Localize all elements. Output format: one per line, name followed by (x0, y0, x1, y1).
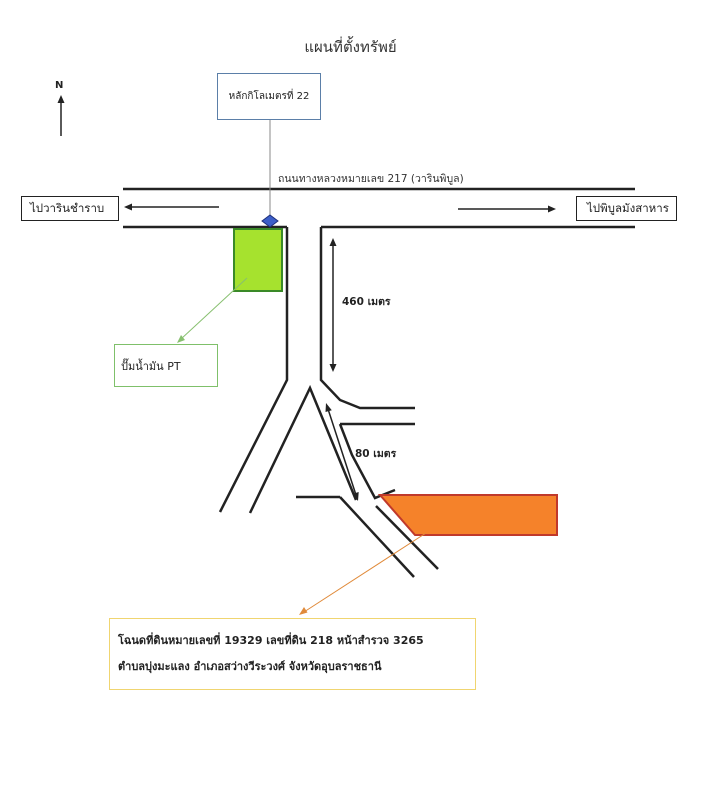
map-title: แผนที่ตั้งทรัพย์ (304, 38, 397, 56)
destination-right-label: ไปพิบูลมังสาหาร (587, 200, 669, 215)
fork-south-road-2 (375, 505, 439, 570)
side-road-west-edge (218, 227, 289, 513)
deed-info-box: โฉนดที่ดินหมายเลขที่ 19329 เลขที่ดิน 218… (109, 618, 476, 690)
distance-460-head-bottom (329, 364, 337, 372)
distance-80-label: 80 เมตร (355, 448, 397, 460)
destination-right-box: ไปพิบูลมังสาหาร (576, 196, 677, 221)
distance-80-line (327, 408, 357, 496)
distance-460-head-top (329, 238, 337, 246)
property-parcel (377, 494, 558, 536)
deed-line-1: โฉนดที่ดินหมายเลขที่ 19329 เลขที่ดิน 218… (118, 634, 424, 647)
north-label: N (55, 80, 64, 91)
north-arrow-head (57, 95, 65, 103)
fork-south-road-1 (339, 496, 415, 578)
deed-line-2: ตำบลบุ่งมะแลง อำเภอสว่างวีระวงศ์ จังหวัด… (118, 660, 382, 673)
gas-station-pointer-head (177, 335, 185, 343)
destination-left-label: ไปวารินชำราบ (30, 200, 105, 215)
distance-80-head-bottom (352, 492, 359, 501)
gas-station-pointer (180, 277, 248, 340)
property-pointer-head (299, 607, 308, 615)
distance-460-label: 460 เมตร (342, 296, 391, 308)
km-marker-label: หลักกิโลเมตรที่ 22 (228, 91, 310, 102)
property-pointer (303, 532, 427, 613)
road-name-label: ถนนทางหลวงหมายเลข 217 (วารินพิบูล) (278, 173, 464, 185)
fork-west-inner (248, 384, 358, 514)
side-road-east-edge (319, 227, 415, 410)
destination-left-box: ไปวารินชำราบ (21, 196, 119, 221)
arrow-west-head (124, 203, 132, 211)
gas-station-box: ปั๊มน้ำมัน PT (114, 344, 218, 387)
arrow-east-head (548, 205, 556, 213)
gas-station-block (233, 228, 283, 292)
gas-station-label: ปั๊มน้ำมัน PT (121, 359, 181, 373)
km-marker-dot (261, 214, 279, 228)
distance-80-head-top (325, 403, 332, 412)
km-marker-box: หลักกิโลเมตรที่ 22 (217, 73, 321, 120)
